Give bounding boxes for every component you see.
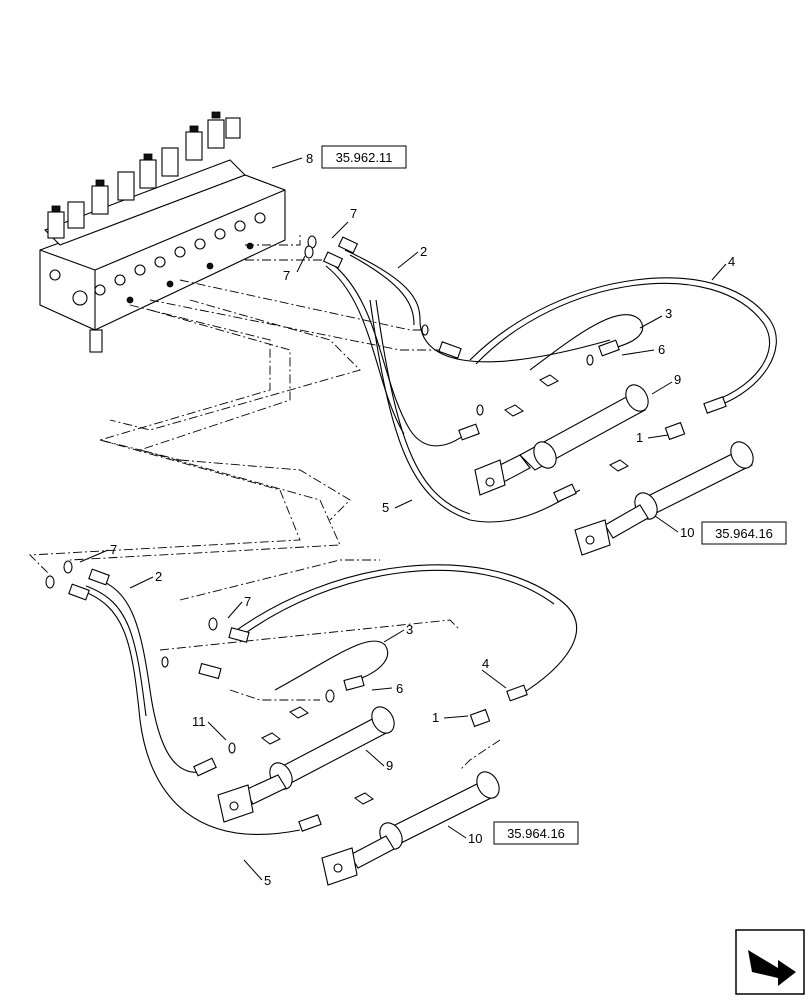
label-7: 7: [244, 594, 251, 609]
reference-box[interactable]: 35.964.16: [701, 521, 787, 545]
centerlines: [28, 235, 501, 771]
label-10: 10: [468, 831, 482, 846]
label-7: 7: [283, 268, 290, 283]
label-4: 4: [728, 254, 735, 269]
label-7: 7: [350, 206, 357, 221]
label-7: 7: [110, 542, 117, 557]
label-2: 2: [420, 244, 427, 259]
reference-number: 35.962.11: [336, 150, 393, 165]
label-6: 6: [658, 342, 665, 357]
label-10: 10: [680, 525, 694, 540]
next-page-arrow-icon[interactable]: [735, 929, 805, 995]
label-9: 9: [386, 758, 393, 773]
label-9: 9: [674, 372, 681, 387]
control-valve-block: [39, 111, 286, 353]
reference-boxes: 35.962.11 35.964.16 35.964.16: [321, 145, 787, 845]
label-3: 3: [406, 622, 413, 637]
reference-number: 35.964.16: [507, 826, 565, 841]
reference-box[interactable]: 35.964.16: [493, 821, 579, 845]
label-8: 8: [306, 151, 313, 166]
label-1: 1: [432, 710, 439, 725]
upper-assembly: [304, 235, 777, 556]
label-1: 1: [636, 430, 643, 445]
label-4: 4: [482, 656, 489, 671]
label-5: 5: [382, 500, 389, 515]
lower-assembly: [45, 560, 578, 886]
label-5: 5: [264, 873, 271, 888]
leader-lines: [79, 157, 727, 881]
callout-labels: 8 7 7 2 4 3 6 9 1 5 10 7 2 7 3 4 6 1 11 …: [110, 151, 735, 888]
label-11: 11: [192, 714, 206, 729]
label-3: 3: [665, 306, 672, 321]
label-6: 6: [396, 681, 403, 696]
reference-box[interactable]: 35.962.11: [321, 145, 407, 169]
label-2: 2: [155, 569, 162, 584]
reference-number: 35.964.16: [715, 526, 773, 541]
